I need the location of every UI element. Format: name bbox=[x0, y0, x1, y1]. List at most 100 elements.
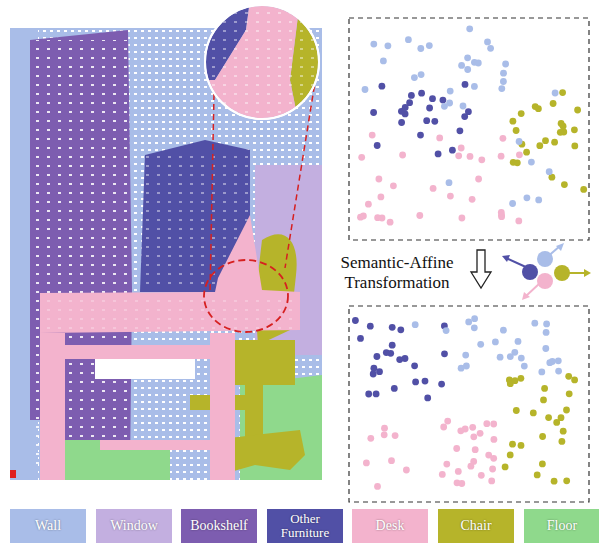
feature-point bbox=[566, 390, 573, 397]
feature-point bbox=[518, 375, 525, 382]
affine-icon bbox=[502, 243, 591, 300]
feature-point bbox=[443, 327, 450, 334]
feature-point bbox=[478, 472, 485, 479]
feature-point bbox=[563, 477, 570, 484]
feature-point bbox=[385, 42, 392, 49]
feature-point bbox=[487, 45, 494, 52]
feature-point bbox=[540, 397, 547, 404]
legend-text: Desk bbox=[376, 519, 405, 533]
feature-point bbox=[431, 118, 438, 125]
feature-point bbox=[458, 62, 465, 69]
feature-point bbox=[352, 317, 359, 324]
feature-point bbox=[510, 118, 517, 125]
feature-point bbox=[510, 159, 517, 166]
feature-point bbox=[574, 107, 581, 114]
feature-point bbox=[365, 391, 372, 398]
feature-point bbox=[465, 319, 472, 326]
feature-point bbox=[455, 152, 462, 159]
feature-point bbox=[408, 92, 415, 99]
feature-point bbox=[358, 154, 365, 161]
feature-point bbox=[462, 352, 469, 359]
feature-point bbox=[424, 395, 431, 402]
feature-point bbox=[389, 324, 396, 331]
feature-point bbox=[406, 99, 413, 106]
feature-point bbox=[374, 353, 381, 360]
feature-point bbox=[466, 25, 473, 32]
feature-point bbox=[516, 138, 523, 145]
feature-point bbox=[531, 320, 538, 327]
legend-swatch: Bookshelf bbox=[181, 509, 257, 543]
feature-point bbox=[392, 432, 399, 439]
feature-point bbox=[515, 338, 522, 345]
feature-point bbox=[523, 149, 530, 156]
feature-point bbox=[391, 385, 398, 392]
feature-point bbox=[440, 424, 447, 431]
transform-arrow bbox=[471, 250, 491, 288]
feature-point bbox=[379, 83, 386, 90]
feature-point bbox=[571, 377, 578, 384]
feature-point bbox=[542, 137, 549, 144]
feature-point bbox=[374, 214, 381, 221]
feature-point bbox=[483, 420, 490, 427]
legend-swatch: Window bbox=[96, 509, 172, 543]
feature-point bbox=[360, 213, 367, 220]
feature-point bbox=[378, 194, 385, 201]
feature-point bbox=[543, 321, 550, 328]
feature-point bbox=[477, 341, 484, 348]
feature-point bbox=[485, 452, 492, 459]
feature-point bbox=[484, 39, 491, 46]
legend-swatch: Other Furniture bbox=[267, 509, 343, 543]
feature-point bbox=[376, 368, 383, 375]
feature-point bbox=[500, 135, 507, 142]
feature-point bbox=[561, 181, 568, 188]
feature-point bbox=[534, 472, 541, 479]
feature-point bbox=[418, 71, 425, 78]
feature-point bbox=[550, 100, 557, 107]
feature-point bbox=[524, 194, 531, 201]
feature-point bbox=[376, 176, 383, 183]
feature-point bbox=[435, 151, 442, 158]
feature-point bbox=[488, 478, 495, 485]
feature-point bbox=[571, 126, 578, 133]
feature-point bbox=[518, 110, 525, 117]
feature-point bbox=[411, 74, 418, 81]
feature-point bbox=[462, 81, 469, 88]
feature-point bbox=[365, 201, 372, 208]
feature-point bbox=[500, 327, 507, 334]
feature-point bbox=[560, 428, 567, 435]
feature-point bbox=[543, 329, 550, 336]
feature-point bbox=[455, 468, 462, 475]
feature-point bbox=[471, 324, 478, 331]
feature-point bbox=[373, 391, 380, 398]
feature-point bbox=[560, 123, 567, 130]
feature-point bbox=[464, 54, 471, 61]
feature-point bbox=[411, 362, 418, 369]
feature-point bbox=[502, 61, 509, 68]
feature-point bbox=[439, 471, 446, 478]
feature-point bbox=[374, 483, 381, 490]
feature-point bbox=[490, 421, 497, 428]
feature-point bbox=[446, 100, 453, 107]
feature-point bbox=[357, 335, 364, 342]
feature-point bbox=[541, 385, 548, 392]
legend-text: Chair bbox=[460, 519, 491, 533]
feature-point bbox=[412, 321, 419, 328]
feature-point bbox=[370, 371, 377, 378]
feature-point bbox=[389, 342, 396, 349]
feature-point bbox=[370, 109, 377, 116]
feature-point bbox=[422, 378, 429, 385]
feature-point bbox=[491, 436, 498, 443]
feature-point bbox=[471, 83, 478, 90]
feature-point bbox=[426, 42, 433, 49]
feature-point bbox=[390, 182, 397, 189]
feature-point bbox=[475, 176, 482, 183]
feature-point bbox=[546, 359, 553, 366]
feature-point bbox=[383, 349, 390, 356]
feature-point bbox=[518, 442, 525, 449]
feature-point bbox=[369, 132, 376, 139]
feature-point bbox=[478, 156, 485, 163]
legend-swatch: Desk bbox=[352, 509, 428, 543]
feature-point bbox=[539, 461, 546, 468]
feature-point bbox=[538, 369, 545, 376]
